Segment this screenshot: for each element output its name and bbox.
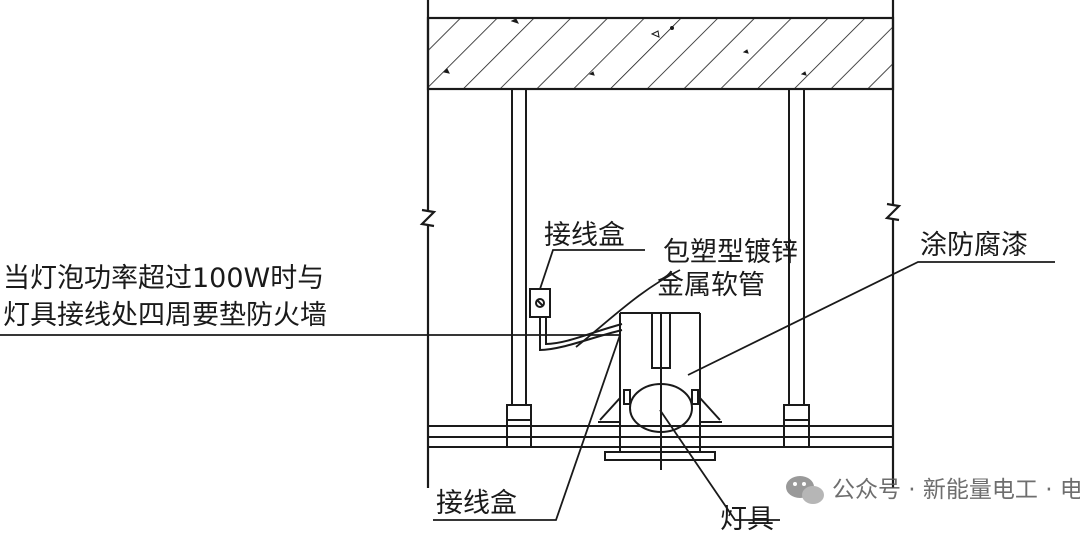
left-wall — [419, 0, 437, 488]
watermark: 公众号 · 新能量电工 · 电气设计圈 — [786, 476, 1080, 504]
conduit-label-line2: 金属软管 — [657, 270, 765, 301]
junction-box-bottom-label: 接线盒 — [436, 488, 517, 519]
junction-box-top-label: 接线盒 — [544, 220, 625, 251]
conduit-label-line1: 包塑型镀锌 — [663, 237, 798, 268]
left-hanger-rod — [506, 89, 532, 421]
note-line2: 灯具接线处四周要垫防火墙 — [3, 300, 327, 331]
note-line1: 当灯泡功率超过100W时与 — [3, 263, 324, 294]
watermark-text: 公众号 · 新能量电工 · 电气设计圈 — [832, 477, 1080, 503]
flexible-conduit — [539, 317, 623, 352]
anticorrosion-label: 涂防腐漆 — [920, 230, 1028, 261]
lamp-clips — [623, 389, 699, 405]
luminaire-label: 灯具 — [720, 504, 774, 535]
lamp-bulb — [629, 383, 693, 433]
junction-box — [529, 288, 551, 318]
right-wall — [884, 0, 902, 488]
concrete-slab — [426, 16, 895, 91]
leader-lines — [0, 249, 1055, 521]
wechat-icon — [786, 476, 824, 504]
